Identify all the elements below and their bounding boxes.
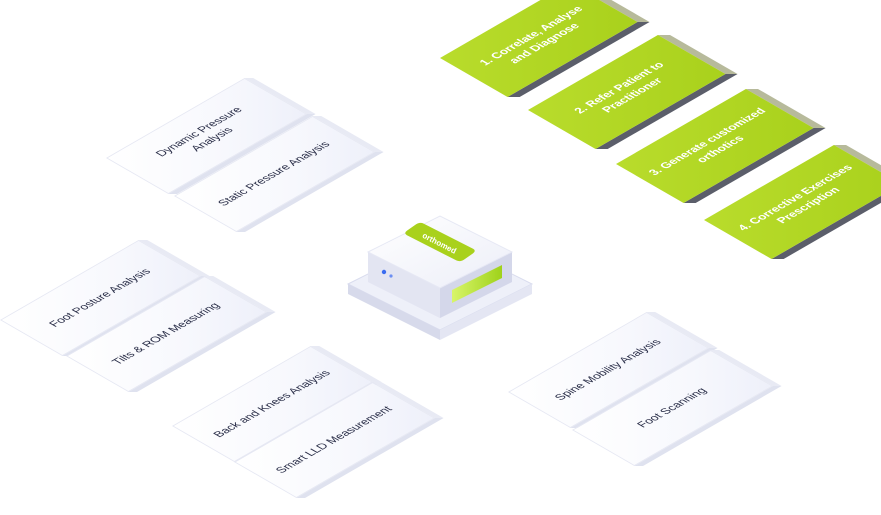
led-indicator-icon xyxy=(381,269,387,275)
brand-badge xyxy=(405,222,475,262)
device-light-window xyxy=(452,265,502,303)
device-illustration: orthomed xyxy=(346,215,534,340)
